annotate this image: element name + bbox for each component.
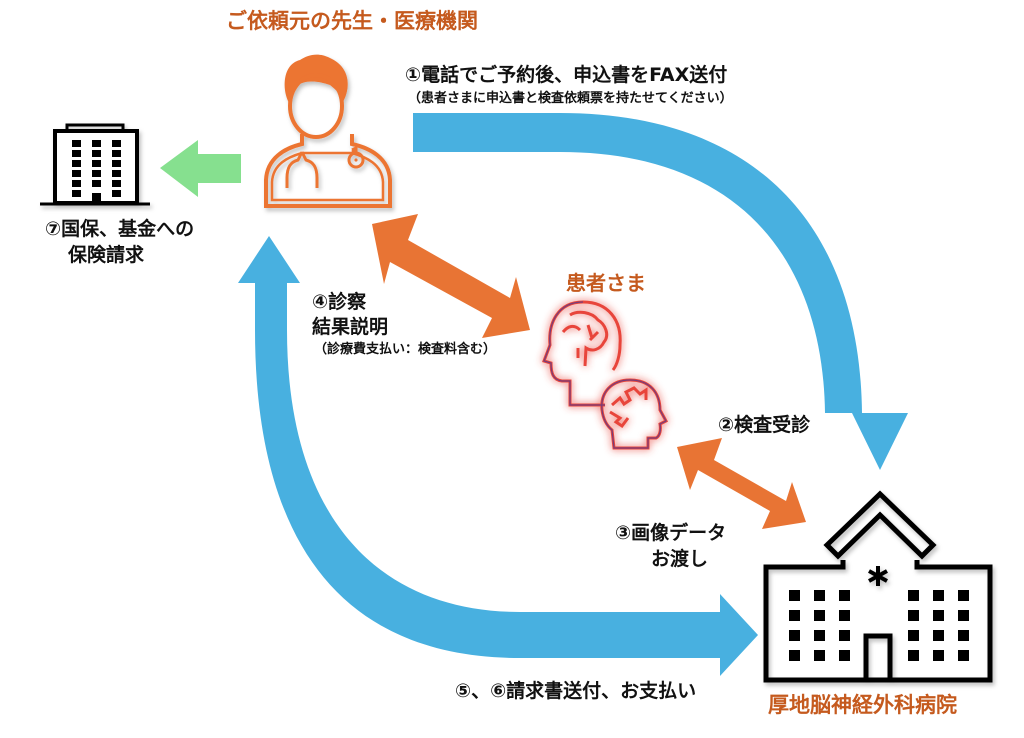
- step7-line1: ⑦国保、基金への: [45, 218, 195, 240]
- hospital-building-icon: [763, 490, 993, 683]
- doctor-icon: [264, 54, 392, 208]
- arrow-step7-insurance-claim: [160, 140, 241, 197]
- brain-head-outline: [543, 301, 667, 449]
- step2-label: ②検査受診: [718, 414, 811, 436]
- arrow-step1-doctor-to-hospital: [413, 113, 908, 470]
- step5-6-label: ⑤、⑥請求書送付、お支払い: [455, 680, 697, 702]
- arrow-step4-doctor-patient: [372, 214, 530, 338]
- step4-line2: 結果説明: [312, 316, 389, 338]
- patient-title: 患者さま: [566, 271, 646, 295]
- step1-label: ①電話でご予約後、申込書をFAX送付: [405, 64, 728, 86]
- brain-head-icon: [542, 300, 669, 450]
- step4-line1: ④診察: [312, 291, 367, 313]
- step3-line2: お渡し: [651, 548, 709, 570]
- step7-line2: 保険請求: [68, 244, 145, 266]
- hospital-windows: [789, 590, 969, 661]
- step3-line1: ③画像データ: [615, 522, 727, 544]
- arrow-step2-3-patient-hospital: [677, 438, 806, 529]
- arrow-step5-6-billing: [238, 236, 758, 676]
- doctor-title: ご依頼元の先生・医療機関: [226, 9, 478, 33]
- hospital-title: 厚地脳神経外科病院: [768, 693, 957, 717]
- step1-note: （患者さまに申込書と検査依頼票を持たせてください）: [408, 91, 733, 106]
- office-building-icon: [40, 123, 150, 206]
- step4-note: （診療費支払い：検査料含む）: [314, 342, 497, 357]
